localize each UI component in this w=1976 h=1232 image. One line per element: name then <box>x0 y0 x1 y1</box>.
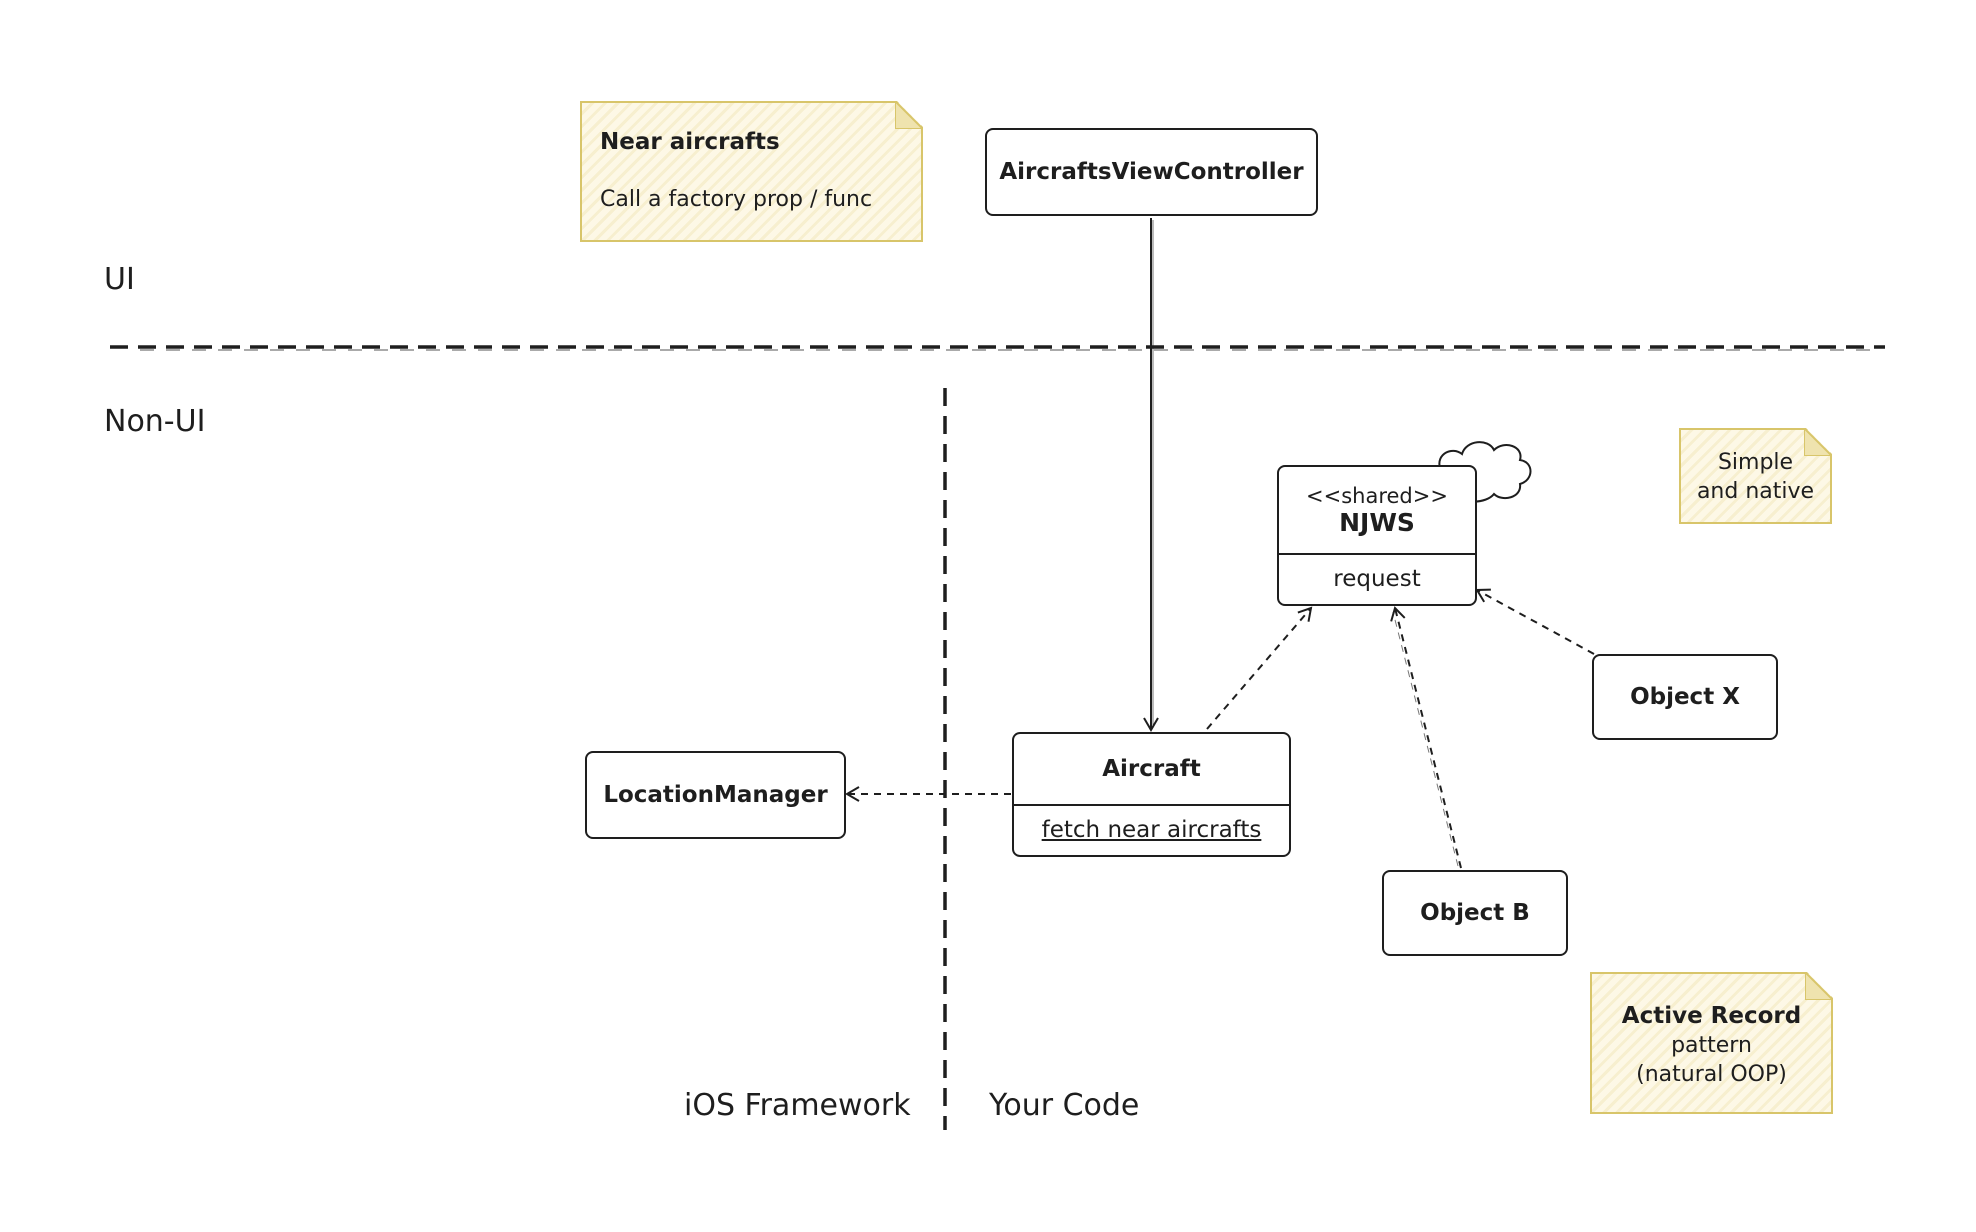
zone-label-ui: UI <box>104 262 135 297</box>
object-x-box[interactable]: Object X <box>1592 654 1778 740</box>
view-controller-box[interactable]: AircraftsViewController <box>985 128 1318 216</box>
zone-label-ios-framework: iOS Framework <box>684 1088 911 1123</box>
object-x-label: Object X <box>1630 684 1740 710</box>
aircraft-to-njws-arrow <box>1206 606 1313 730</box>
objectx-to-njws-arrow <box>1475 588 1595 655</box>
objectb-to-njws-arrow <box>1390 606 1462 869</box>
njws-method: request <box>1333 566 1421 592</box>
note-active-line3: (natural OOP) <box>1636 1062 1787 1087</box>
note-fold-icon <box>895 101 923 129</box>
note-fold-icon <box>1805 972 1833 1000</box>
note-active-record: Active Record pattern (natural OOP) <box>1590 972 1833 1114</box>
view-controller-label: AircraftsViewController <box>999 159 1304 185</box>
njws-title: NJWS <box>1339 507 1415 537</box>
note-simple-line2: and native <box>1696 479 1815 504</box>
note-simple-native: Simple and native <box>1679 428 1832 524</box>
note-simple-line1: Simple <box>1717 450 1794 475</box>
njws-stereotype: <<shared>> <box>1306 483 1448 508</box>
note-active-line1: Active Record <box>1621 1003 1802 1029</box>
njws-class-box[interactable]: <<shared>> NJWS request <box>1277 465 1477 606</box>
note-near-aircrafts: Near aircrafts Call a factory prop / fun… <box>580 101 923 242</box>
location-manager-box[interactable]: LocationManager <box>585 751 846 839</box>
note-active-line2: pattern <box>1671 1033 1752 1058</box>
note-fold-icon <box>1804 428 1832 456</box>
note-near-body: Call a factory prop / func <box>600 187 873 212</box>
object-b-label: Object B <box>1420 900 1530 926</box>
aircraft-class-box[interactable]: Aircraft fetch near aircrafts <box>1012 732 1291 857</box>
object-b-box[interactable]: Object B <box>1382 870 1568 956</box>
zone-label-your-code: Your Code <box>989 1088 1140 1123</box>
zone-label-non-ui: Non-UI <box>104 404 206 439</box>
note-near-title: Near aircrafts <box>600 129 780 155</box>
aircraft-method: fetch near aircrafts <box>1041 817 1262 843</box>
location-manager-label: LocationManager <box>603 782 828 808</box>
aircraft-title: Aircraft <box>1102 756 1201 782</box>
